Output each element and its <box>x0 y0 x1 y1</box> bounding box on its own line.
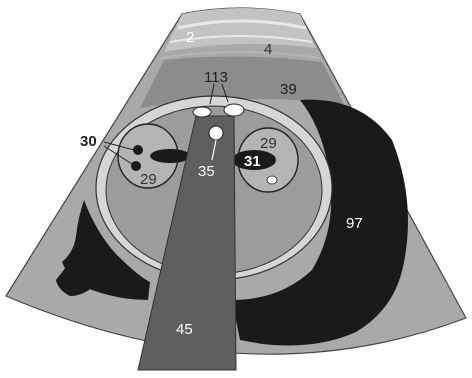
label-echo-113: 113 <box>204 69 228 86</box>
label-center-35: 35 <box>198 163 215 180</box>
label-nodule-30: 30 <box>80 133 97 150</box>
echo-113-left <box>193 107 211 117</box>
echo-113-right <box>224 104 244 116</box>
nodule-30-b <box>131 161 141 171</box>
center-35-circle <box>209 126 223 140</box>
label-region-39: 39 <box>280 81 297 98</box>
left-oval-dark-tail <box>150 149 190 163</box>
label-shadow-45: 45 <box>176 321 193 338</box>
right-oval-white-spot <box>267 176 277 184</box>
label-layer-2: 2 <box>186 29 194 46</box>
label-region-29-left: 29 <box>140 171 157 188</box>
label-layer-4: 4 <box>264 41 272 58</box>
nodule-30-a <box>133 145 143 155</box>
label-region-97: 97 <box>346 215 363 232</box>
label-ellipse-31: 31 <box>244 153 261 170</box>
label-region-29-right: 29 <box>260 135 277 152</box>
